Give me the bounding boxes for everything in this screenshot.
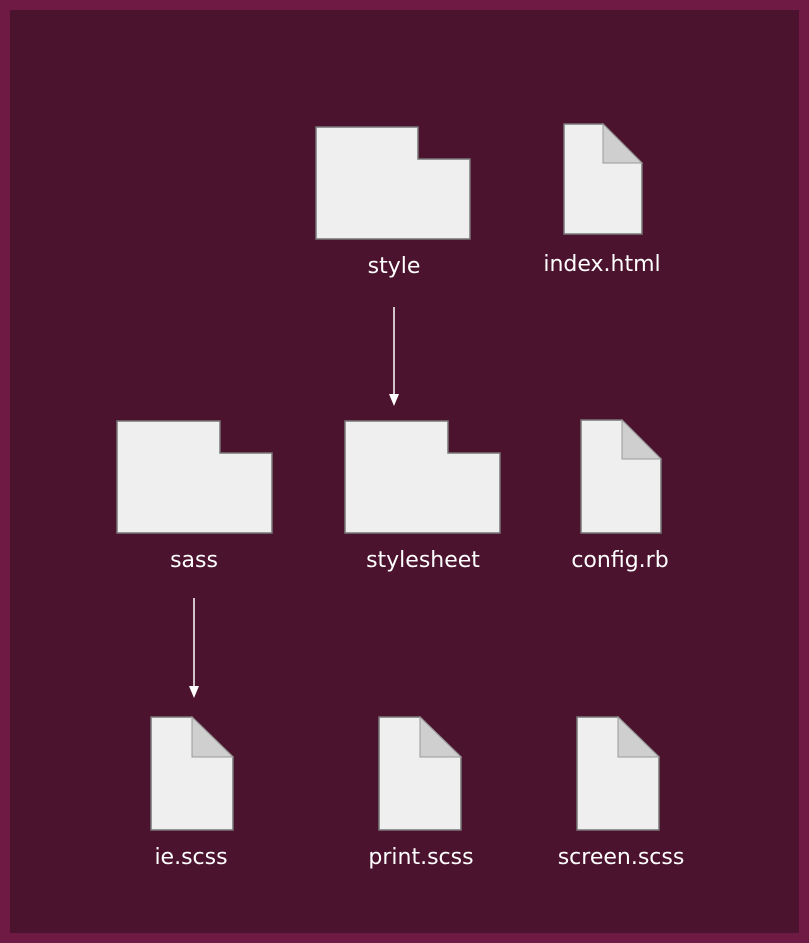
node-style[interactable] xyxy=(315,126,471,240)
file-icon xyxy=(150,716,234,831)
label-sass: sass xyxy=(170,548,218,573)
folder-icon xyxy=(315,126,471,240)
arrows-layer xyxy=(189,307,399,698)
node-config-rb[interactable] xyxy=(580,419,662,534)
label-config-rb: config.rb xyxy=(571,548,669,573)
arrow-sass-to-ie-scss xyxy=(189,598,199,698)
node-print-scss[interactable] xyxy=(378,716,462,831)
label-stylesheet: stylesheet xyxy=(366,548,480,573)
label-index-html: index.html xyxy=(543,252,661,277)
diagram-panel: style index.html sass stylesheet xyxy=(10,10,799,933)
node-ie-scss[interactable] xyxy=(150,716,234,831)
label-screen-scss: screen.scss xyxy=(557,845,685,870)
file-icon xyxy=(576,716,660,831)
folder-icon xyxy=(116,420,273,534)
file-icon xyxy=(378,716,462,831)
folder-icon xyxy=(344,420,501,534)
node-stylesheet[interactable] xyxy=(344,420,501,534)
node-index-html[interactable] xyxy=(563,123,643,235)
file-icon xyxy=(563,123,643,235)
label-ie-scss: ie.scss xyxy=(154,845,228,870)
file-icon xyxy=(580,419,662,534)
arrow-style-to-stylesheet xyxy=(389,307,399,406)
node-sass[interactable] xyxy=(116,420,273,534)
node-screen-scss[interactable] xyxy=(576,716,660,831)
label-style: style xyxy=(367,254,421,279)
label-print-scss: print.scss xyxy=(368,845,474,870)
